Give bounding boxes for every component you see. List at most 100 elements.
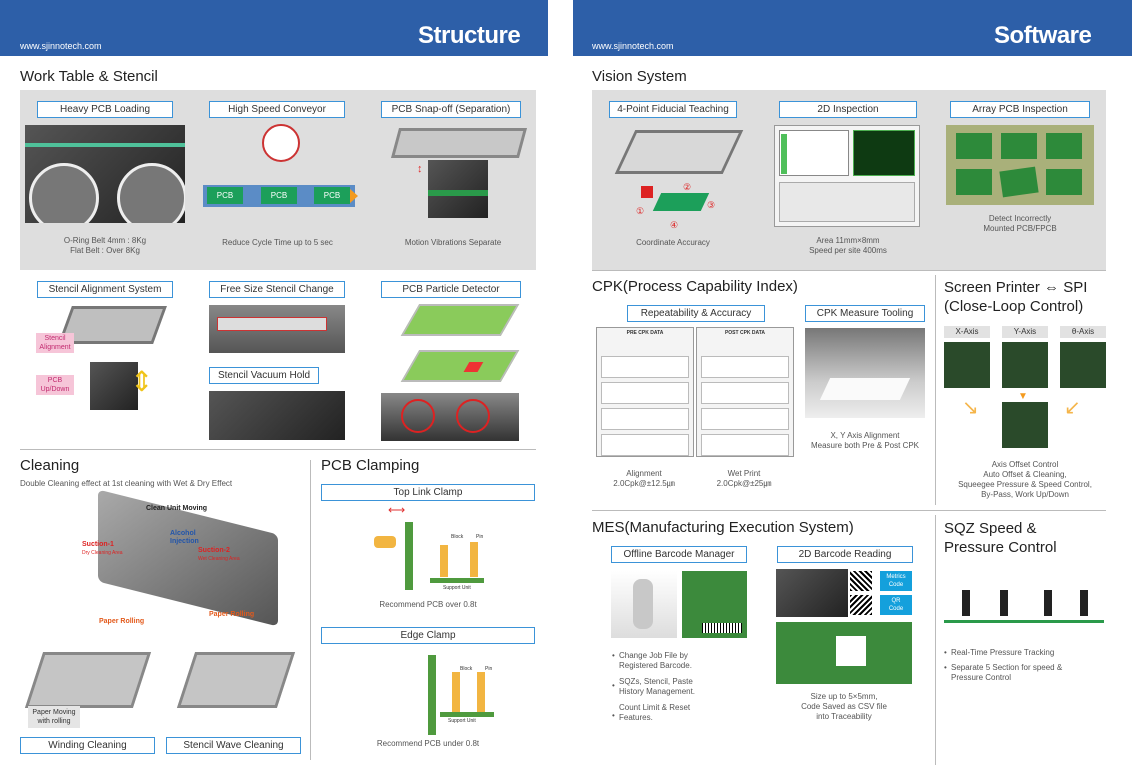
offline-bullet-dots: ••• <box>612 651 615 720</box>
edge-support-text: Support Unit <box>448 718 476 724</box>
corrected-pads <box>1002 402 1048 448</box>
particle-photo <box>381 393 519 441</box>
top-clamp-link <box>374 536 396 548</box>
sqz-bullet-2: Separate 5 Section for speed & Pressure … <box>951 663 1063 682</box>
snap-off-photo <box>428 160 488 218</box>
particle-graphic-1 <box>400 304 520 336</box>
sqz-bullet-1: Real-Time Pressure Tracking <box>951 648 1055 657</box>
repeatability-label: Repeatability & Accuracy <box>627 305 765 322</box>
right-header-bar <box>573 0 1132 56</box>
y-axis-pads <box>1002 342 1048 388</box>
stencil-align-frame <box>58 306 167 344</box>
metrics-code-tag: Metrics Code <box>880 571 912 591</box>
top-link-clamp-label: Top Link Clamp <box>321 484 535 501</box>
right-divider-2 <box>592 510 1106 511</box>
snap-off-arrow-icon: ↕ <box>417 163 423 175</box>
barcode-2d-caption: Size up to 5×5mm, Code Saved as CSV file… <box>801 692 887 721</box>
top-clamp-arrow-icon: ⟷ <box>388 503 406 517</box>
paper-rolling-2: Paper Rolling <box>209 611 255 618</box>
edge-clamp-post <box>428 655 436 735</box>
heavy-pcb-label: Heavy PCB Loading <box>37 101 173 118</box>
free-size-label: Free Size Stencil Change <box>209 281 345 298</box>
offline-bullet-1: Change Job File by Registered Barcode. <box>619 651 692 670</box>
winding-graphic <box>24 652 152 708</box>
structure-title: Structure <box>418 22 521 49</box>
cpk-tooling-photo <box>805 328 925 418</box>
theta-axis-tag: θ-Axis <box>1060 326 1106 338</box>
suction-1: Suction-1 <box>82 541 114 548</box>
work-table-heading: Work Table & Stencil <box>20 68 158 85</box>
post-cpk-chart: POST CPK DATA <box>696 327 794 457</box>
sqz-bullet-dot-1: • <box>944 648 947 657</box>
alignment-caption: Alignment 2.0Cpk@±12.5㎛ <box>613 469 675 488</box>
offline-bullet-2: SQZs, Stencil, Paste History Management. <box>619 677 696 696</box>
cpk-tooling-caption: X, Y Axis Alignment Measure both Pre & P… <box>810 431 920 450</box>
barcode-scanner-photo <box>611 571 677 638</box>
pre-cpk-title: PRE CPK DATA <box>626 330 664 336</box>
snap-off-label: PCB Snap-off (Separation) <box>381 101 521 118</box>
paper-rolling-1: Paper Rolling <box>99 618 145 625</box>
cpk-heading: CPK(Process Capability Index) <box>592 278 798 295</box>
sqz-graphic <box>944 570 1104 630</box>
pcb-up-down-tag: PCB Up/Down <box>36 375 74 395</box>
top-clamp-caption: Recommend PCB over 0.8t <box>379 600 477 609</box>
qr-code-icon <box>850 595 872 615</box>
stencil-align-unit <box>90 362 138 410</box>
spi-heading: Screen Printer ⇔ SPI (Close-Loop Control… <box>944 279 1088 315</box>
mes-heading: MES(Manufacturing Execution System) <box>592 519 854 536</box>
stencil-align-label: Stencil Alignment System <box>37 281 173 298</box>
cleaning-heading: Cleaning <box>20 457 80 474</box>
suction-2: Suction-2 <box>198 547 230 554</box>
edge-clamp-support <box>440 712 494 717</box>
heavy-pcb-photo <box>25 125 185 223</box>
post-cpk-title: POST CPK DATA <box>724 330 766 336</box>
stencil-wave-cleaning-label: Stencil Wave Cleaning <box>166 737 301 754</box>
top-clamp-block <box>440 545 448 577</box>
spi-down-arrow-icon: ▼ <box>1018 391 1028 402</box>
pre-cpk-chart: PRE CPK DATA <box>596 327 694 457</box>
wet-print-caption: Wet Print 2.0Cpk@±25㎛ <box>716 469 772 488</box>
top-block-text: Block <box>451 534 464 540</box>
suction-1-sub: Dry Cleaning Area <box>82 550 123 556</box>
array-caption: Detect Incorrectly Mounted PCB/FPCB <box>983 214 1057 233</box>
right-divider-1 <box>592 270 1106 271</box>
wave-graphic <box>176 652 296 708</box>
conveyor-pcb-2: PCB <box>261 187 297 204</box>
cleaning-divider <box>310 460 311 760</box>
top-clamp-support <box>430 578 484 583</box>
barcode-2d-label: 2D Barcode Reading <box>777 546 913 563</box>
conveyor-arrow-icon <box>350 189 358 203</box>
y-axis-tag: Y-Axis <box>1002 326 1048 338</box>
winding-cleaning-label: Winding Cleaning <box>20 737 155 754</box>
particle-label: PCB Particle Detector <box>381 281 521 298</box>
snap-off-caption: Motion Vibrations Separate <box>404 238 502 247</box>
fiducial-caption: Coordinate Accuracy <box>636 238 710 247</box>
left-divider <box>20 449 536 450</box>
fiducial-mark-1: ① <box>636 206 645 216</box>
x-axis-pads <box>944 342 990 388</box>
conveyor-pcb-3: PCB <box>314 187 350 204</box>
vision-heading: Vision System <box>592 68 687 85</box>
top-support-text: Support Unit <box>443 585 471 591</box>
alcohol-injection: Alcohol Injection <box>170 530 199 545</box>
paper-moving-tag: Paper Moving with rolling <box>28 706 80 728</box>
metrics-code-icon <box>850 571 872 591</box>
left-header-bar <box>0 0 548 56</box>
edge-block-text: Block <box>460 666 473 672</box>
fiducial-mark-4: ④ <box>670 220 679 230</box>
conveyor-label: High Speed Conveyor <box>209 101 345 118</box>
fiducial-mark-3: ③ <box>707 200 716 210</box>
mes-divider <box>935 515 936 765</box>
x-axis-tag: X-Axis <box>944 326 990 338</box>
cleaning-desc: Double Cleaning effect at 1st cleaning w… <box>20 479 233 488</box>
stencil-alignment-tag: Stencil Alignment <box>36 333 74 353</box>
top-pin-text: Pin <box>476 534 484 540</box>
theta-axis-pads <box>1060 342 1106 388</box>
particle-graphic-2 <box>400 350 520 382</box>
fiducial-frame <box>614 130 744 174</box>
left-url[interactable]: www.sjinnotech.com <box>20 41 102 51</box>
clamping-heading: PCB Clamping <box>321 457 420 474</box>
array-label: Array PCB Inspection <box>950 101 1090 118</box>
right-url[interactable]: www.sjinnotech.com <box>592 41 674 51</box>
top-clamp-post <box>405 522 413 590</box>
